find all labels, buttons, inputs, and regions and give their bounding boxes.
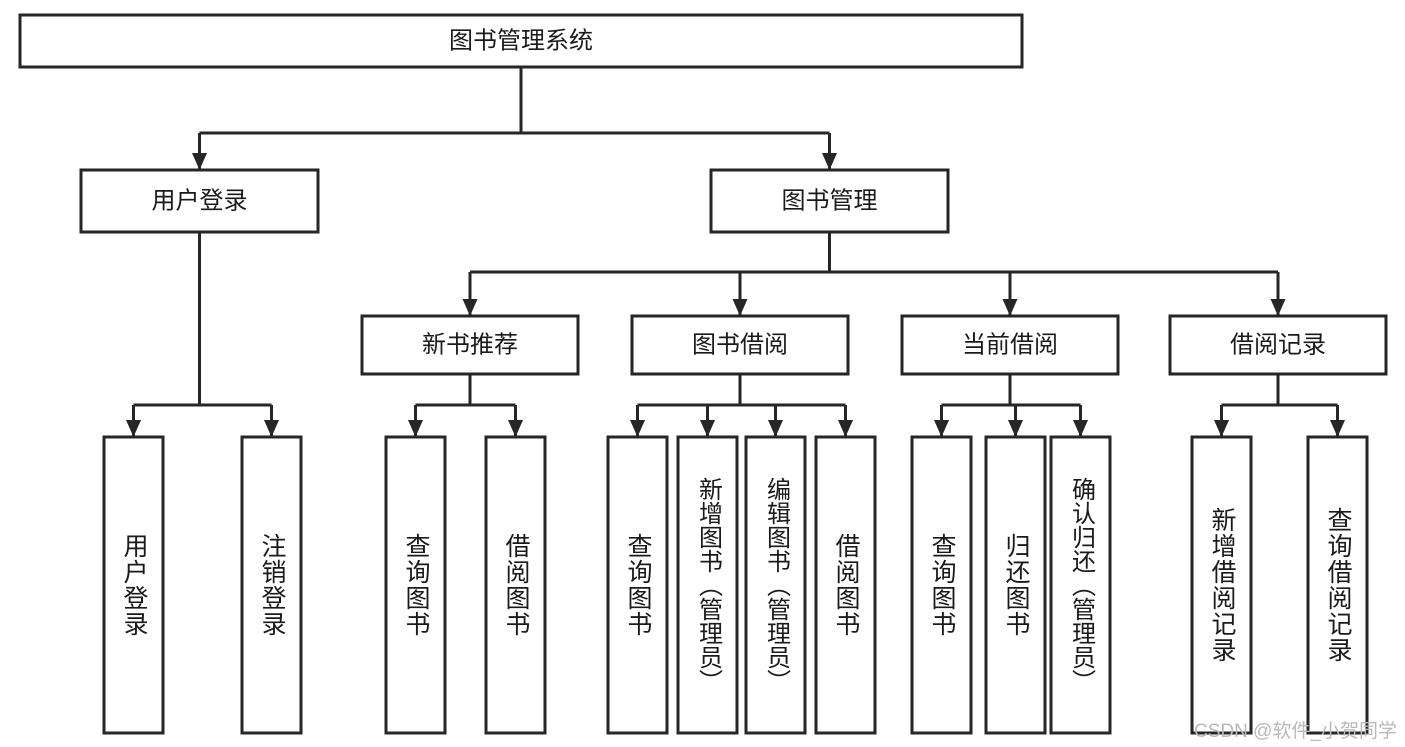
arrow-head-icon — [126, 420, 141, 437]
arrow-head-icon — [822, 153, 837, 170]
node-label-current-borrow: 当前借阅 — [962, 331, 1058, 358]
leaf-node-leaf-borrow-book[interactable] — [814, 435, 877, 735]
leaf-node-leaf-query-borrow-record[interactable] — [1306, 435, 1369, 735]
node-label-root: 图书管理系统 — [449, 27, 593, 54]
leaf-node-leaf-borrow-book-rec[interactable] — [484, 435, 547, 735]
arrow-head-icon — [1073, 420, 1088, 437]
node-label-new-book-rec: 新书推荐 — [422, 331, 518, 358]
arrow-head-icon — [630, 420, 645, 437]
arrow-head-icon — [732, 299, 748, 316]
arrow-head-icon — [1008, 420, 1023, 437]
arrow-head-icon — [700, 420, 715, 437]
leaf-node-leaf-user-login[interactable] — [102, 435, 165, 735]
node-root-root[interactable] — [18, 13, 1024, 69]
arrow-head-icon — [1330, 420, 1345, 437]
node-new-book-rec[interactable] — [360, 314, 580, 376]
node-current-borrow[interactable] — [900, 314, 1120, 376]
arrow-head-icon — [1002, 299, 1018, 316]
leaf-node-leaf-add-borrow-record[interactable] — [1190, 435, 1253, 735]
arrow-head-icon — [508, 420, 523, 437]
arrow-head-icon — [192, 153, 207, 170]
node-label-borrow-record: 借阅记录 — [1230, 331, 1326, 358]
arrow-head-icon — [1270, 299, 1286, 316]
node-book-manage[interactable] — [709, 168, 950, 234]
leaf-node-leaf-add-book-admin[interactable] — [676, 435, 739, 735]
node-label-user-login: 用户登录 — [152, 187, 248, 214]
arrow-head-icon — [462, 299, 478, 316]
leaf-node-leaf-query-book-borrow[interactable] — [606, 435, 669, 735]
node-borrow-record[interactable] — [1168, 314, 1388, 376]
leaf-node-leaf-edit-book-admin[interactable] — [744, 435, 807, 735]
node-book-borrow[interactable] — [630, 314, 850, 376]
node-user-login[interactable] — [79, 168, 320, 234]
leaf-node-leaf-query-book-current[interactable] — [910, 435, 973, 735]
leaf-node-leaf-return-book[interactable] — [984, 435, 1047, 735]
leaf-node-leaf-confirm-return-admin[interactable] — [1049, 435, 1112, 735]
leaf-node-leaf-query-book-rec[interactable] — [384, 435, 447, 735]
watermark-text: CSDN @软件_小贺同学 — [1194, 721, 1397, 742]
node-label-book-borrow: 图书借阅 — [692, 331, 788, 358]
arrow-head-icon — [1214, 420, 1229, 437]
leaf-node-leaf-logout-login[interactable] — [240, 435, 303, 735]
arrow-head-icon — [838, 420, 853, 437]
connector-layer — [126, 67, 1345, 437]
node-label-book-manage: 图书管理 — [782, 187, 878, 214]
arrow-head-icon — [408, 420, 423, 437]
arrow-head-icon — [934, 420, 949, 437]
arrow-head-icon — [264, 420, 279, 437]
arrow-head-icon — [768, 420, 783, 437]
